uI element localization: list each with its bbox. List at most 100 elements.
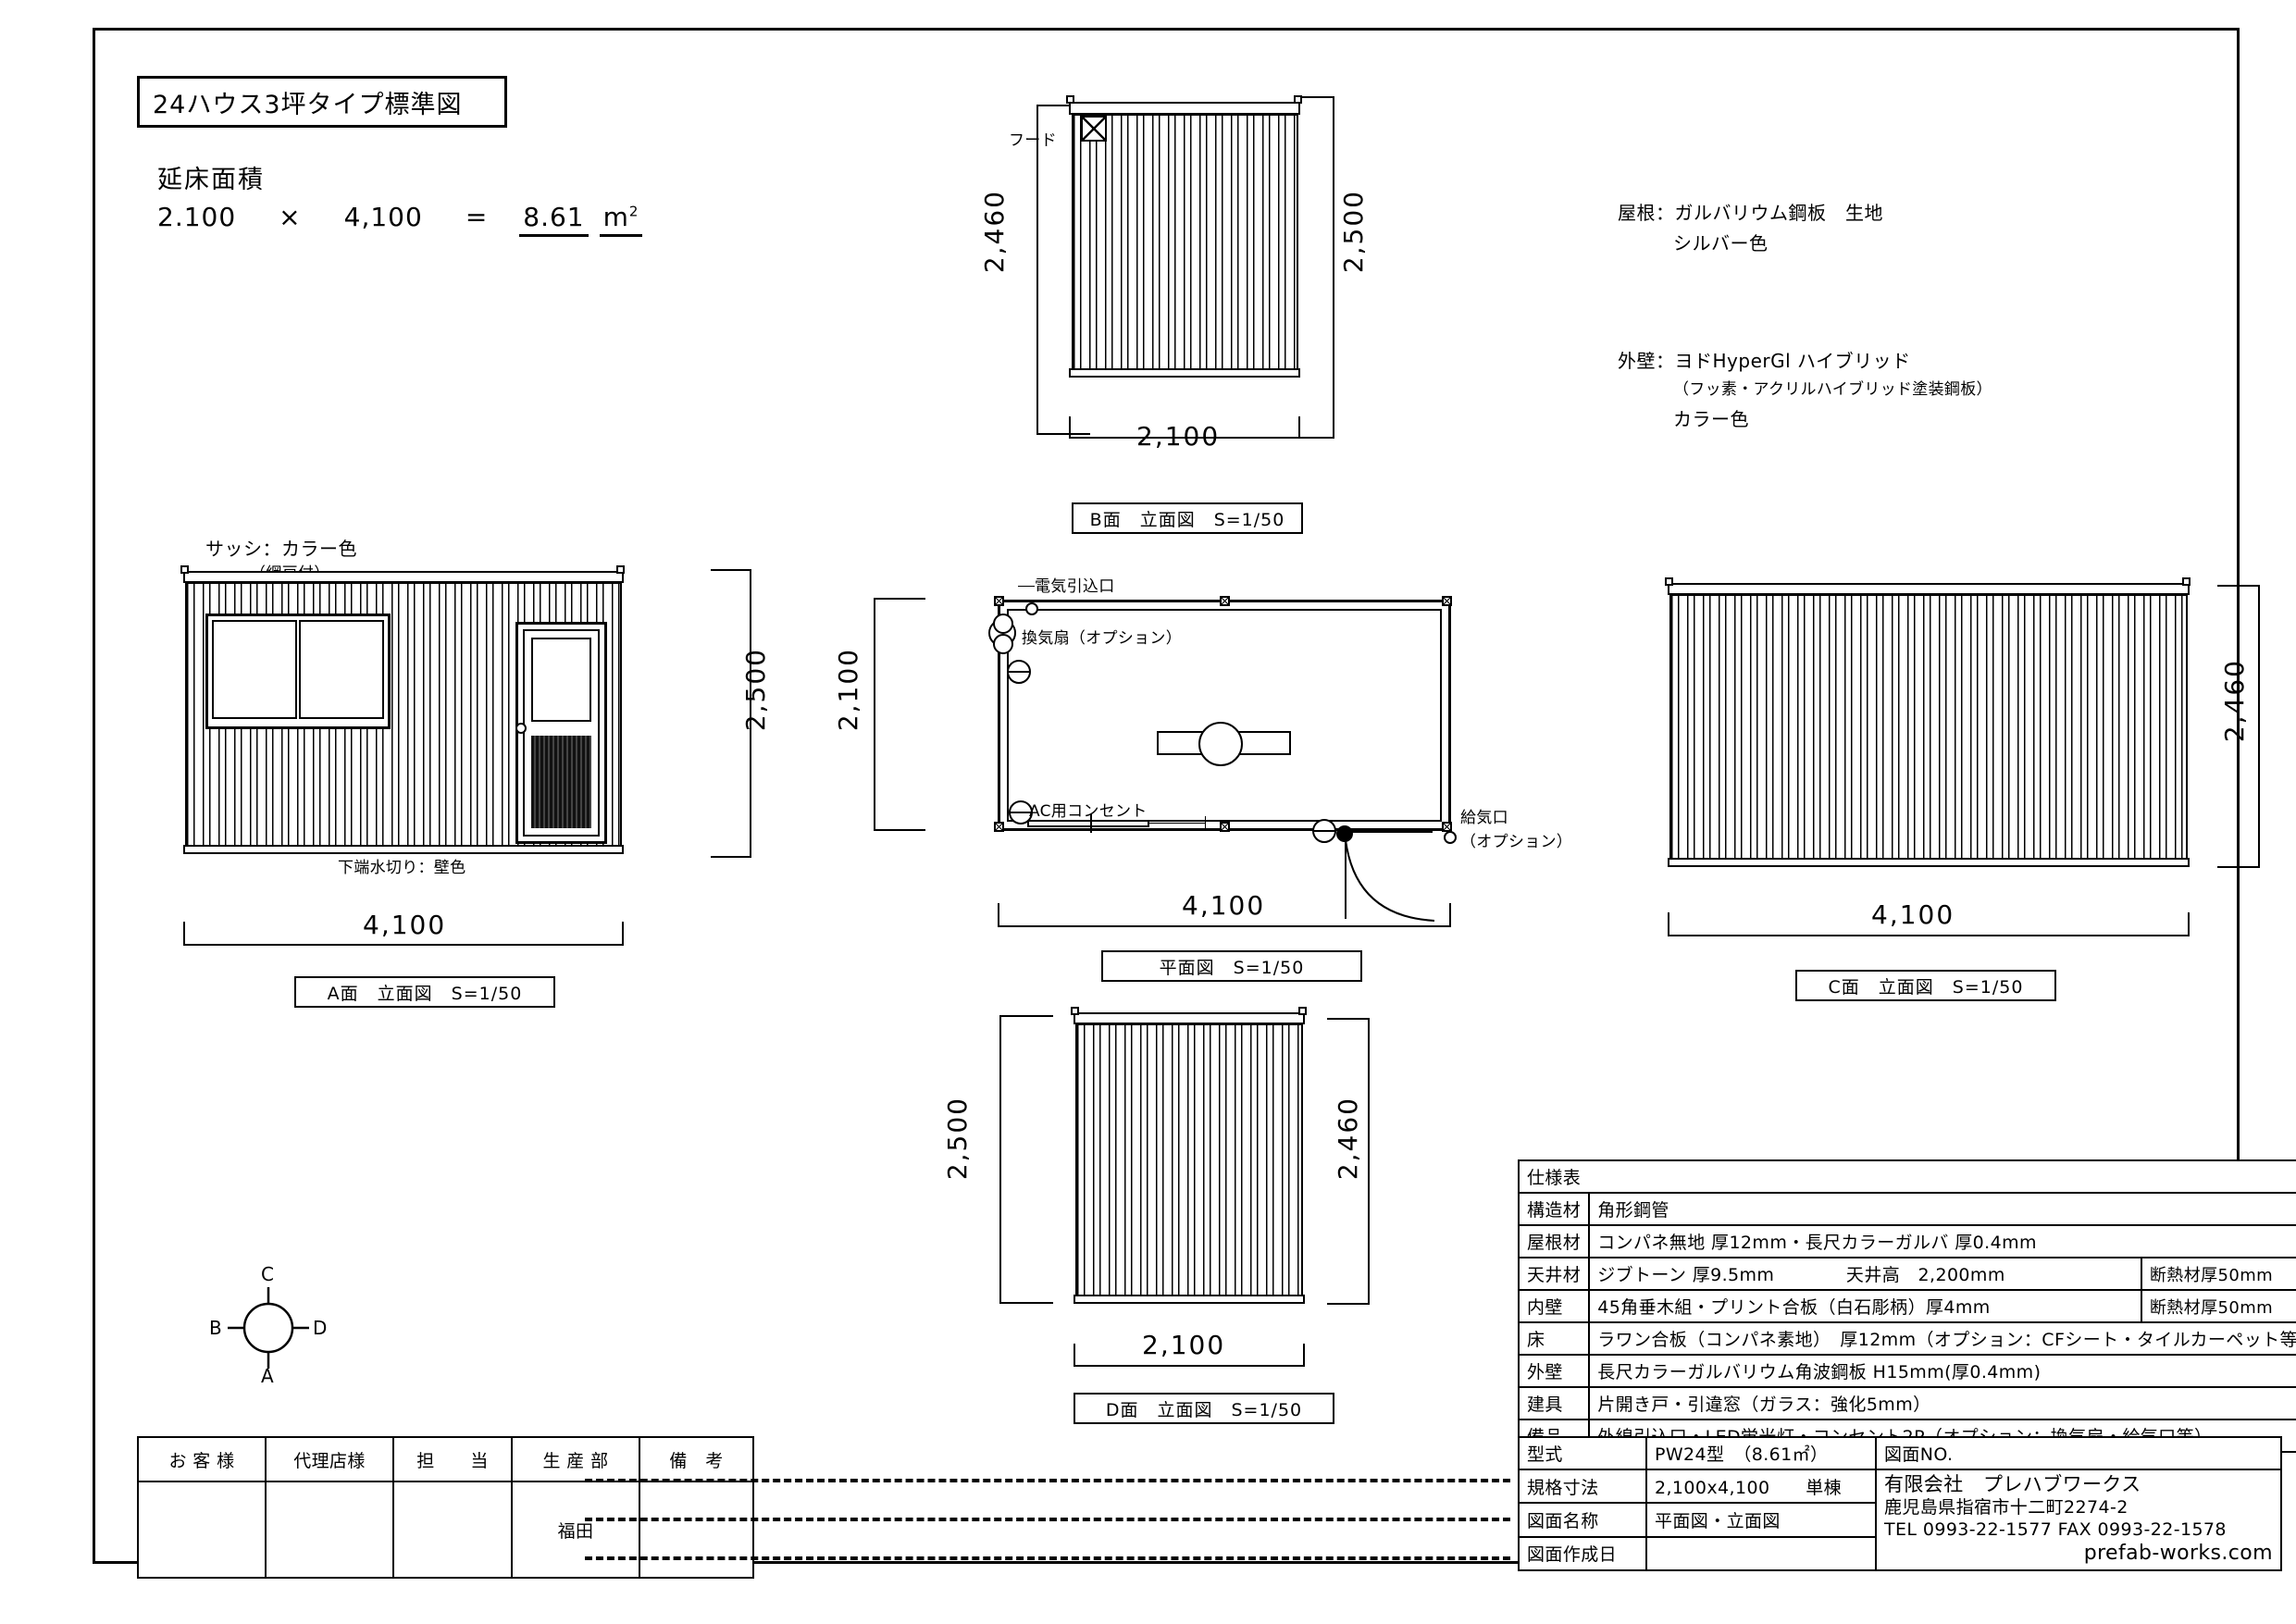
caption-elevation-c: C面 立面図 S=1/50	[1795, 970, 2056, 1001]
dim-tick-c-right-bot	[2217, 866, 2260, 868]
corner-nub-a-left	[180, 565, 189, 574]
orientation-compass: C A B D	[209, 1263, 327, 1387]
spec-row-label: 床	[1517, 1321, 1591, 1356]
dim-line-c-right	[2258, 585, 2260, 868]
table-row: 型式 PW24型 （8.61㎡） 図面NO.	[1518, 1436, 2282, 1470]
spec-row-label: 建具	[1517, 1386, 1591, 1420]
model-table: 型式 PW24型 （8.61㎡） 図面NO. 規格寸法 2,100x4,100 …	[1518, 1436, 2282, 1571]
hood-icon	[1081, 116, 1107, 142]
remarks-signature-cell[interactable]	[639, 1481, 754, 1579]
dim-c-width-text: 4,100	[1871, 899, 1955, 930]
table-row: 建具片開き戸・引違窓（ガラス：強化5mm）	[1517, 1386, 2296, 1420]
base-a	[183, 845, 624, 854]
spec-row-value: 角形鋼管	[1588, 1192, 2296, 1226]
dim-plan-depth-text: 2,100	[833, 648, 863, 732]
production-signature-cell[interactable]: 福田	[511, 1481, 640, 1579]
floor-area-label: 延床面積	[157, 166, 265, 194]
signature-table: お 客 様代理店様担 当生 産 部備 考 福田	[137, 1436, 754, 1579]
dim-tick-plan-bot-left	[998, 903, 999, 927]
spec-row-label: 外壁	[1517, 1354, 1591, 1388]
electric-inlet-icon	[1025, 602, 1038, 615]
dim-tick-b-left-bot	[1036, 433, 1090, 435]
door-switch-icon	[1312, 819, 1336, 843]
drawing-name-value: 平面図・立面図	[1645, 1502, 1877, 1538]
dim-tick-d-left-bot	[999, 1302, 1053, 1304]
door-swing-arc	[1344, 830, 1435, 922]
table-row: 床ラワン合板（コンパネ素地） 厚12mm（オプション：CFシート・タイルカーペッ…	[1517, 1321, 2296, 1356]
caption-elevation-b: B面 立面図 S=1/50	[1072, 502, 1303, 534]
remarks-line-1	[585, 1479, 1510, 1482]
spec-row-extra: 断熱材厚50mm	[2140, 1289, 2296, 1323]
light-circle	[1198, 722, 1243, 766]
table-row: 福田	[137, 1481, 754, 1579]
signature-header-1: 代理店様	[265, 1436, 394, 1482]
vent-fan-icon-b	[993, 634, 1013, 654]
dim-tick-d-bot-left	[1074, 1344, 1075, 1367]
spec-row-value: 45角垂木組・プリント合板（白石彫柄）厚4mm	[1588, 1289, 2142, 1323]
spec-table-wrapper: 仕様表構造材角形鋼管屋根材コンパネ無地 厚12mm・長尺カラーガルバ 厚0.4m…	[1517, 1159, 2296, 1453]
dim-line-d-left	[999, 1015, 1001, 1304]
spec-row-value: 片開き戸・引違窓（ガラス：強化5mm）	[1588, 1386, 2296, 1420]
spec-row-value: 長尺カラーガルバリウム角波鋼板 H15mm(厚0.4mm)	[1588, 1354, 2296, 1388]
caption-elevation-a-text: A面 立面図 S=1/50	[327, 983, 523, 1004]
dim-b-right-text: 2,500	[1338, 190, 1369, 274]
dim-line-a-right	[750, 569, 751, 858]
exterior-wall-color-note: カラー色	[1673, 408, 1749, 430]
company-tel: TEL 0993-22-1577 FAX 0993-22-1578	[1884, 1519, 2227, 1540]
area-depth: 4,100	[343, 202, 423, 232]
signature-header-4: 備 考	[639, 1436, 754, 1482]
company-cell: 有限会社 プレハブワークス 鹿児島県指宿市十二町2274-2 TEL 0993-…	[1875, 1469, 2282, 1571]
dim-tick-b-bot-left	[1069, 416, 1071, 439]
dim-tick-a-right-top	[711, 569, 751, 571]
entry-door	[515, 622, 607, 844]
customer-signature-cell[interactable]	[137, 1481, 267, 1579]
table-row: 仕様表	[1517, 1159, 2296, 1194]
dim-tick-c-bot-right	[2188, 912, 2190, 936]
drawing-date-value	[1645, 1535, 1877, 1571]
title-text: 24ハウス3坪タイプ標準図	[153, 90, 463, 119]
plan-window-extend	[1149, 823, 1205, 824]
sash-note: サッシ：カラー色	[205, 538, 357, 560]
ac-outlet-label: AC用コンセント	[1029, 802, 1148, 821]
company-url: prefab-works.com	[2083, 1542, 2273, 1566]
spec-row-label: 構造材	[1517, 1192, 1591, 1226]
dim-tick-a-right-bot	[711, 856, 751, 858]
corner-nub-d-left	[1071, 1007, 1079, 1015]
area-times: ×	[279, 202, 302, 232]
dim-line-plan-left	[874, 598, 875, 831]
plan-mid-mark-top	[1220, 596, 1230, 606]
corner-nub-c-left	[1665, 577, 1673, 586]
remarks-line-3	[585, 1556, 1510, 1560]
table-row: 構造材角形鋼管	[1517, 1192, 2296, 1226]
base-d	[1074, 1295, 1305, 1304]
exterior-wall-note-2: （フッ素・アクリルハイブリッド塗装鋼板）	[1673, 380, 1992, 399]
dim-tick-d-right-top	[1327, 1018, 1370, 1020]
corner-nub-c-right	[2182, 577, 2191, 586]
dim-b-width-text: 2,100	[1136, 421, 1221, 452]
corner-nub-b-left	[1066, 95, 1074, 104]
table-row: 図面作成日	[1518, 1535, 2281, 1571]
plan-window-end	[1205, 816, 1206, 831]
dim-line-d-right	[1368, 1018, 1370, 1305]
area-value: 8.61	[519, 202, 589, 237]
caption-floor-plan-text: 平面図 S=1/50	[1159, 957, 1305, 978]
company-name: 有限会社 プレハブワークス	[1884, 1473, 2141, 1495]
door-knob	[515, 723, 527, 734]
title-tag: 24ハウス3坪タイプ標準図	[137, 76, 507, 128]
remarks-line-2	[585, 1518, 1510, 1521]
dim-d-width-text: 2,100	[1142, 1330, 1226, 1360]
table-row: お 客 様代理店様担 当生 産 部備 考	[137, 1436, 754, 1482]
plan-door-opening	[1345, 831, 1433, 833]
compass-label-south: A	[261, 1365, 274, 1387]
spec-row-label: 内壁	[1517, 1289, 1591, 1323]
signature-block: お 客 様代理店様担 当生 産 部備 考 福田	[137, 1436, 754, 1579]
plan-window-mullion	[1090, 814, 1092, 833]
caption-elevation-c-text: C面 立面図 S=1/50	[1828, 976, 2024, 998]
agency-signature-cell[interactable]	[265, 1481, 394, 1579]
dim-line-plan-bottom	[998, 925, 1451, 927]
drip-note: 下端水切り：壁色	[338, 859, 466, 877]
staff-signature-cell[interactable]	[392, 1481, 513, 1579]
spec-table: 仕様表構造材角形鋼管屋根材コンパネ無地 厚12mm・長尺カラーガルバ 厚0.4m…	[1517, 1159, 2296, 1453]
plan-door-leaf	[1345, 831, 1347, 919]
